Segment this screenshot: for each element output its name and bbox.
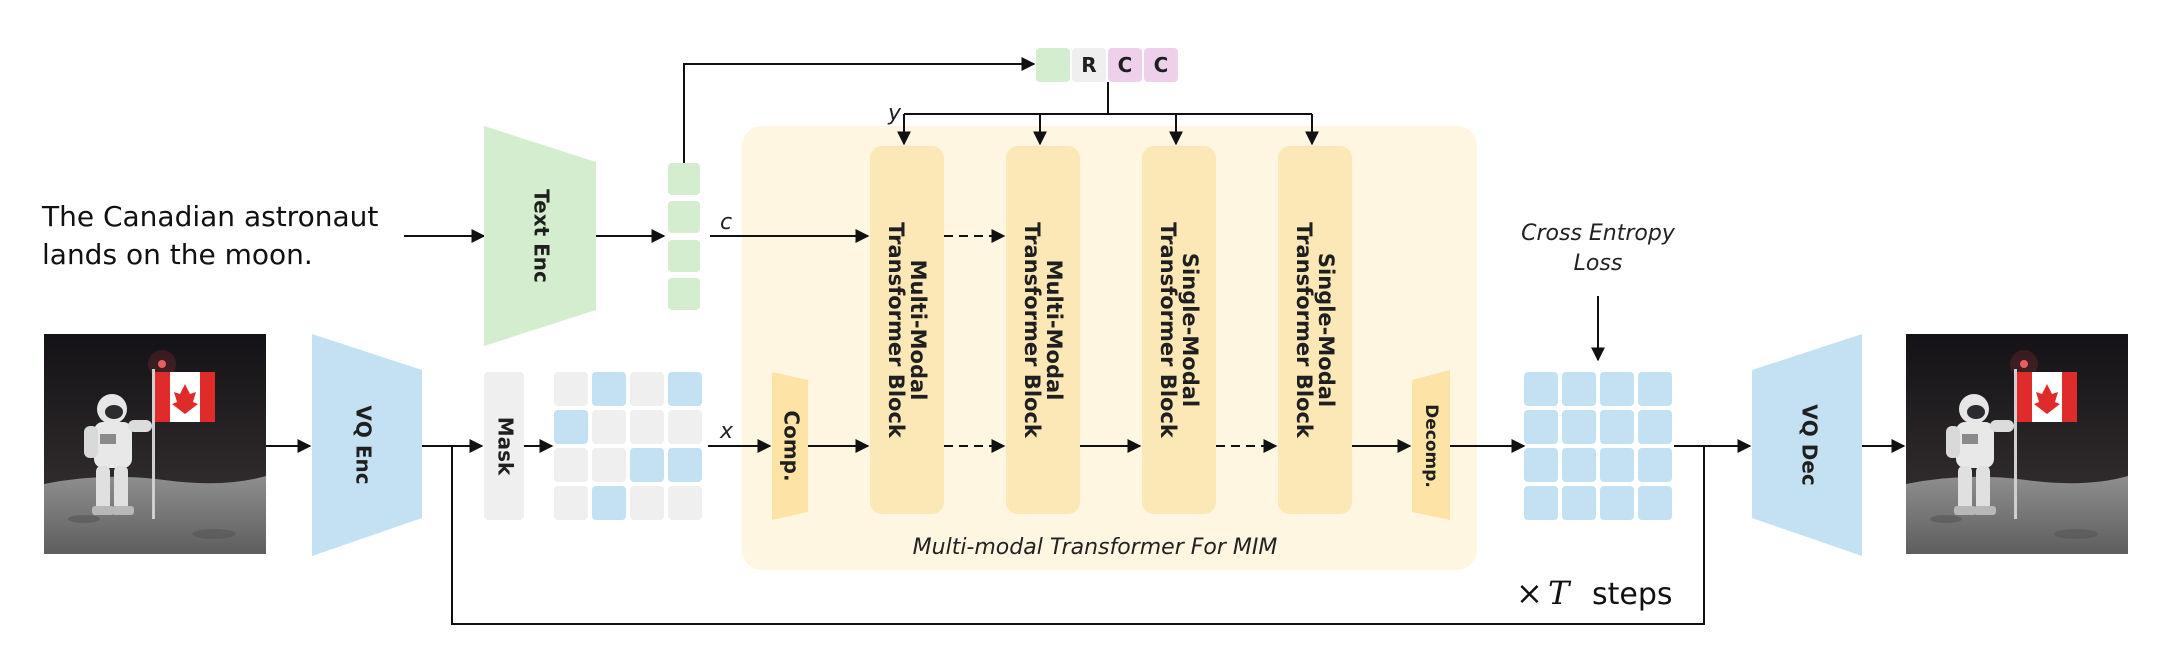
- masked-token: [592, 410, 626, 444]
- predicted-token: [1600, 410, 1634, 444]
- input-image: [44, 334, 266, 554]
- vq-encoder: [312, 334, 422, 556]
- compress-block: [772, 372, 808, 520]
- predicted-token: [1562, 372, 1596, 406]
- masked-token: [592, 448, 626, 482]
- prompt-line-1: The Canadian astronaut: [41, 200, 378, 233]
- block-3-line-2: Transformer Block: [1156, 222, 1180, 439]
- steps-word: steps: [1592, 577, 1673, 612]
- block-4-line-2: Transformer Block: [1292, 222, 1316, 439]
- masked-token: [592, 372, 626, 406]
- predicted-token: [1524, 410, 1558, 444]
- var-x-label: x: [719, 419, 734, 444]
- predicted-token-grid: [1524, 372, 1672, 520]
- transformer-caption: Multi-modal Transformer For MIM: [913, 535, 1278, 560]
- vq-decoder: [1752, 334, 1862, 556]
- predicted-token: [1638, 448, 1672, 482]
- predicted-token: [1600, 486, 1634, 520]
- predicted-token: [1524, 448, 1558, 482]
- predicted-token: [1638, 486, 1672, 520]
- block-2-line-2: Transformer Block: [1020, 222, 1044, 439]
- masked-token: [668, 486, 702, 520]
- vq-decoder-label: VQ Dec: [1798, 404, 1822, 485]
- transformer-block-2: [1006, 146, 1080, 514]
- vq-encoder-label: VQ Enc: [352, 405, 376, 484]
- cond-token-label: C: [1154, 53, 1169, 77]
- text-token: [668, 201, 700, 233]
- masked-token: [630, 448, 664, 482]
- block-3-line-1: Single-Modal: [1178, 253, 1202, 407]
- predicted-token: [1638, 410, 1672, 444]
- predicted-token: [1562, 410, 1596, 444]
- mask-block: [484, 372, 524, 520]
- masked-token: [554, 448, 588, 482]
- masked-token: [668, 448, 702, 482]
- block-1-line-1: Multi-Modal: [906, 260, 930, 401]
- predicted-token: [1524, 486, 1558, 520]
- masked-token-grid: [554, 372, 702, 520]
- text-token: [668, 240, 700, 272]
- cond-token-label: R: [1081, 53, 1096, 77]
- masked-token: [630, 486, 664, 520]
- var-y-label: y: [887, 101, 902, 126]
- cond-token-pooled: [1036, 48, 1070, 82]
- cond-token-r: [1072, 48, 1106, 82]
- transformer-block-4: [1278, 146, 1352, 514]
- transformer-block-3: [1142, 146, 1216, 514]
- cond-token-label: C: [1118, 53, 1133, 77]
- block-4-line-1: Single-Modal: [1314, 253, 1338, 407]
- predicted-token: [1600, 372, 1634, 406]
- predicted-token: [1524, 372, 1558, 406]
- compress-label: Comp.: [780, 410, 804, 481]
- var-c-label: c: [720, 210, 732, 235]
- masked-token: [668, 410, 702, 444]
- text-encoder: [484, 126, 596, 346]
- cond-token-c2: [1144, 48, 1178, 82]
- cond-token-c1: [1108, 48, 1142, 82]
- predicted-token: [1562, 448, 1596, 482]
- transformer-block-1: [870, 146, 944, 514]
- masked-token: [554, 372, 588, 406]
- mask-label: Mask: [494, 417, 518, 476]
- loss-label-line-2: Loss: [1574, 251, 1623, 276]
- block-2-line-1: Multi-Modal: [1042, 260, 1066, 401]
- decompress-label: Decomp.: [1421, 404, 1441, 488]
- masked-token: [668, 372, 702, 406]
- steps-times: ×: [1516, 574, 1543, 612]
- text-encoder-label: Text Enc: [530, 189, 554, 283]
- prompt-line-2: lands on the moon.: [42, 238, 313, 271]
- masked-token: [554, 486, 588, 520]
- text-token: [668, 278, 700, 310]
- predicted-token: [1638, 372, 1672, 406]
- steps-symbol: T: [1548, 574, 1572, 612]
- block-1-line-2: Transformer Block: [884, 222, 908, 439]
- masked-token: [554, 410, 588, 444]
- masked-token: [592, 486, 626, 520]
- text-token: [668, 163, 700, 195]
- predicted-token: [1600, 448, 1634, 482]
- output-image: [1906, 334, 2128, 554]
- masked-token: [630, 410, 664, 444]
- decompress-block: [1412, 370, 1450, 520]
- loss-label-line-1: Cross Entropy: [1521, 221, 1676, 246]
- transformer-panel: [742, 126, 1477, 570]
- masked-token: [630, 372, 664, 406]
- predicted-token: [1562, 486, 1596, 520]
